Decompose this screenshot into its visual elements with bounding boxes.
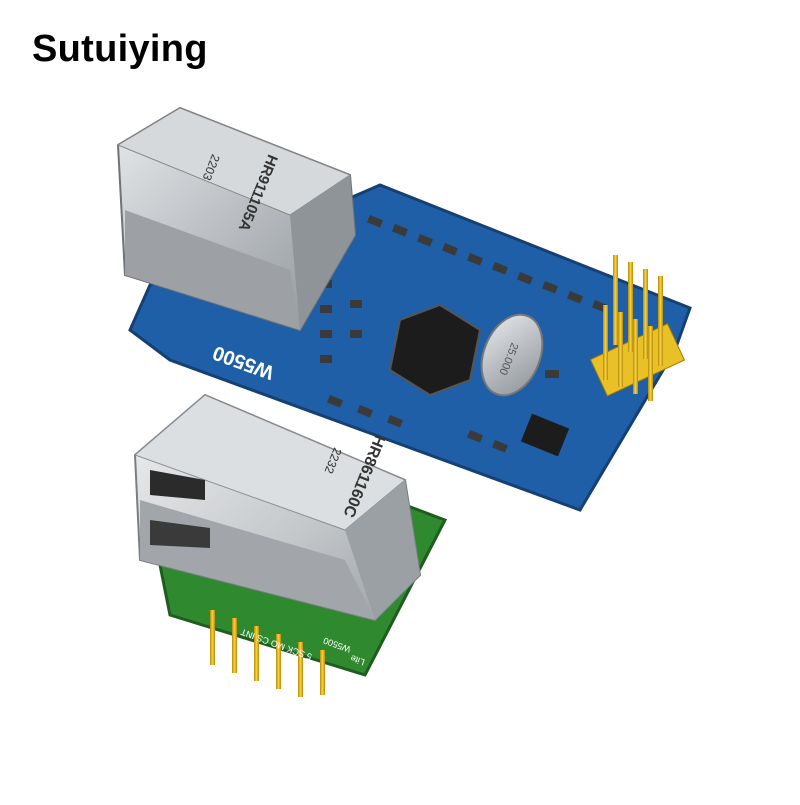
module-lite-label: Lite: [349, 653, 366, 667]
module-pins: [210, 610, 325, 697]
rj45-jack-small: HR861160C 2232: [133, 393, 422, 622]
rj45-jack-large: HR911105A 2203: [116, 106, 357, 332]
crystal-oscillator: [480, 313, 544, 397]
pin-header-2x5: [589, 255, 686, 401]
brand-watermark: Sutuiying: [32, 28, 208, 70]
voltage-regulator: [520, 413, 570, 457]
w5500-chip: [388, 303, 482, 397]
